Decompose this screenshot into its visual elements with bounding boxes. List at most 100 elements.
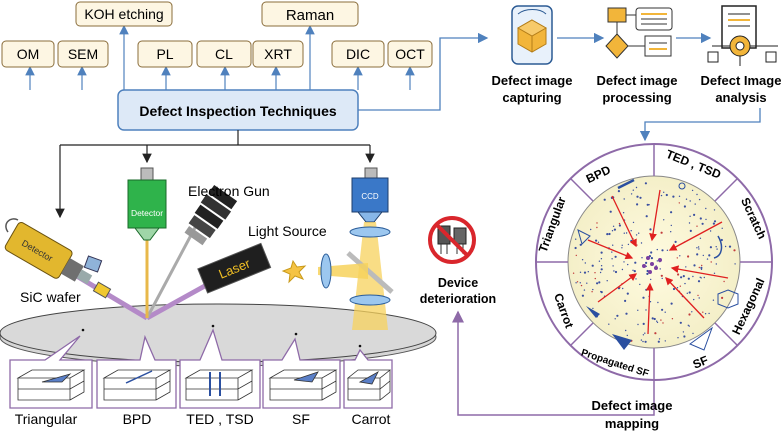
wafer-dot [635,186,638,189]
wafer-dot [611,251,613,253]
wafer-dot [664,311,666,313]
wafer-dot [583,289,586,291]
pl-box [137,40,193,68]
wafer-dot [676,287,679,289]
cl-box [196,40,252,68]
wafer-dot [603,198,606,201]
wafer-dot [600,291,603,294]
wafer-dot [651,317,654,320]
wafer-dot [591,264,594,267]
wafer-dot [580,284,583,287]
xrt-label: XRT [264,46,292,62]
wafer-dot [575,238,577,240]
om-label: OM [17,46,40,62]
wafer-dot [596,282,599,285]
wafer-dot [658,338,661,340]
wafer-dot [583,271,587,274]
wafer-dot [688,222,691,224]
wafer-dot [625,312,628,315]
bottom-label-sf: SF [292,411,310,427]
wafer-dot [644,340,647,343]
wafer-dot [672,195,675,198]
wafer-dot [663,219,665,221]
wafer-dot [650,278,652,281]
wafer-dot [656,320,658,322]
mapping-to-device-arrow [452,310,655,416]
wafer-dot [656,248,658,251]
wafer-dot [709,230,712,232]
wafer-dot [715,263,717,265]
wafer-dot [670,302,673,305]
wafer-dot [701,264,703,267]
wafer-dot [692,275,694,278]
wafer-dot [599,271,602,274]
wafer-dot [700,268,703,271]
wafer-dot [677,337,679,339]
left-detector: Detector [4,221,93,285]
wafer-dot [625,329,627,332]
wafer-dot [682,331,685,333]
wafer-dot [611,230,614,232]
wafer-dot [683,205,687,208]
top-detector: Detector [127,167,167,241]
sem-label: SEM [68,46,98,62]
bottom-label-triangular: Triangular [15,411,78,427]
wafer-dot [600,258,603,260]
wafer-dot [710,261,712,263]
wafer-dot [648,204,650,206]
wafer-dot [645,215,648,218]
wafer-dot [579,271,582,273]
wafer-dot [698,248,700,250]
wafer-dot [691,189,694,192]
wafer-dot [597,241,600,243]
wafer-dot [608,232,611,236]
pl-label: PL [156,46,173,62]
wafer-dot [670,231,672,233]
wafer-dot [688,325,690,327]
wafer-dot [689,200,691,202]
wafer-dot [595,239,598,242]
setup-branch-arrows [55,130,375,219]
wafer-dot [687,255,690,258]
wafer-dot [698,198,701,201]
wafer-dot [674,240,677,243]
wafer-dot [671,318,674,320]
wafer-dot [715,246,717,248]
wafer-dot [606,233,609,236]
wafer-dot [679,285,681,287]
wafer-dot [626,334,628,337]
wafer-dot [666,249,669,251]
capturing-icon [511,5,553,65]
xrt-box [252,40,304,68]
wafer-dot [723,280,725,283]
wafer-dot [621,247,623,249]
wafer-dot [699,237,702,239]
wafer-dot [644,182,648,185]
wafer-dot [612,225,615,227]
wafer-dot [592,288,594,291]
wafer-dot [637,323,639,326]
om-box [1,40,55,68]
beam-splitter-cube [83,255,103,273]
wafer-dot [645,261,648,264]
wafer-dot [613,270,615,272]
wafer-dot [697,294,699,297]
wafer-dot [649,301,652,303]
capturing-label-2: capturing [502,90,561,105]
wafer-dot [596,226,598,229]
wafer-dot [698,297,700,299]
analysis-icon [707,5,778,66]
wafer-dot [600,268,603,271]
defect-callouts [9,328,393,409]
wafer-defect-dots [572,182,736,343]
wafer-dot [689,215,691,217]
wafer-dot [642,340,644,343]
wafer-dot [614,318,616,320]
wafer-dot [616,314,619,317]
wafer-dot [678,202,680,204]
wafer-dot [618,224,622,227]
wafer-dot [635,234,638,236]
technique-connectors [25,24,415,90]
wafer-dot [630,239,633,242]
